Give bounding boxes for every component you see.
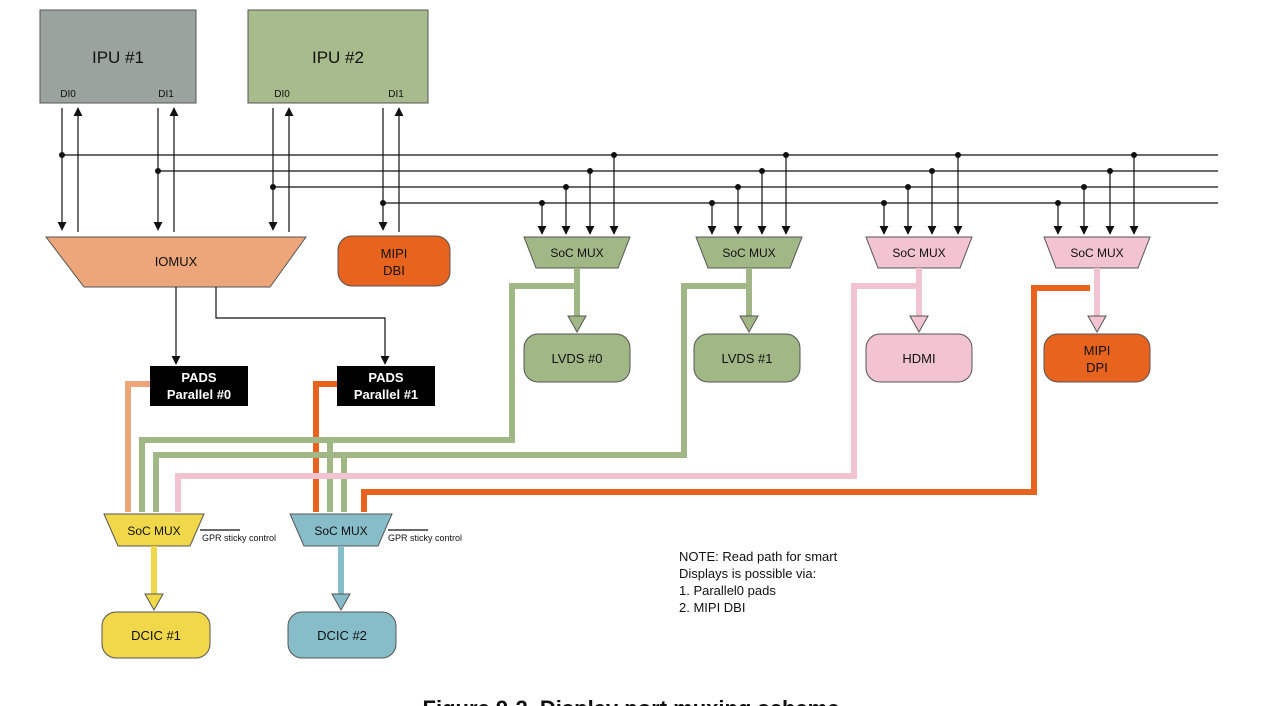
soc-mux-3-label: SoC MUX — [892, 246, 945, 260]
hdmi-label: HDMI — [902, 351, 935, 366]
mipi-dpi-line1: MIPI — [1084, 343, 1111, 358]
dcic-mux2-block: SoC MUX GPR sticky control — [289, 513, 462, 547]
dcic-mux1-control: GPR sticky control — [202, 533, 276, 543]
ipu1-title: IPU #1 — [92, 48, 144, 67]
dcic-mux2-label: SoC MUX — [314, 524, 367, 538]
dcic-arrows — [144, 546, 351, 612]
bus-lines — [62, 154, 1218, 204]
iomux-block: IOMUX — [44, 236, 307, 288]
lvds1-label: LVDS #1 — [721, 351, 772, 366]
ipu2-di1-label: DI1 — [388, 89, 404, 100]
mux-output-arrows — [567, 268, 1107, 334]
note-line2: Displays is possible via: — [679, 566, 816, 581]
lvds0-label: LVDS #0 — [551, 351, 602, 366]
iomux-pad-wires — [171, 287, 390, 365]
thick-routes — [125, 283, 1090, 512]
soc-mux-4 — [1043, 236, 1151, 269]
soc-mux-1 — [523, 236, 631, 269]
lvds0-block: LVDS #0 — [523, 333, 631, 383]
pads0-line2: Parallel #0 — [167, 387, 231, 402]
note-item2: 2. MIPI DBI — [679, 600, 745, 615]
pads1-line2: Parallel #1 — [354, 387, 418, 402]
pads-parallel0-block: PADS Parallel #0 — [150, 366, 248, 406]
mipi-dpi-line2: DPI — [1086, 360, 1108, 375]
soc-mux-1-label: SoC MUX — [550, 246, 603, 260]
soc-mux-row: SoC MUX SoC MUX SoC MUX SoC MUX — [523, 152, 1151, 269]
soc-mux-2 — [695, 236, 803, 269]
pads-parallel1-block: PADS Parallel #1 — [337, 366, 435, 406]
ipu1-di1-label: DI1 — [158, 89, 174, 100]
note-text: NOTE: Read path for smart Displays is po… — [679, 549, 838, 615]
pads0-line1: PADS — [181, 370, 216, 385]
mipi-dbi-line2: DBI — [383, 263, 405, 278]
dcic2-label: DCIC #2 — [317, 628, 367, 643]
figure-caption: Figure 9-2. Display port muxing scheme — [423, 696, 840, 706]
dcic-mux1-block: SoC MUX GPR sticky control — [103, 513, 276, 547]
dcic1-block: DCIC #1 — [101, 611, 211, 659]
hdmi-block: HDMI — [865, 333, 973, 383]
dcic1-label: DCIC #1 — [131, 628, 181, 643]
soc-mux-3 — [865, 236, 973, 269]
dcic-mux1-label: SoC MUX — [127, 524, 180, 538]
ipu1-di0-label: DI0 — [60, 89, 76, 100]
ipu1-block: IPU #1 DI0 DI1 — [39, 9, 197, 104]
note-item1: 1. Parallel0 pads — [679, 583, 776, 598]
mipi-dpi-block: MIPI DPI — [1043, 333, 1151, 383]
pads1-line1: PADS — [368, 370, 403, 385]
soc-mux-4-label: SoC MUX — [1070, 246, 1123, 260]
lvds1-block: LVDS #1 — [693, 333, 801, 383]
ipu2-block: IPU #2 DI0 DI1 — [247, 9, 429, 104]
dcic-mux2-control: GPR sticky control — [388, 533, 462, 543]
mipi-dbi-line1: MIPI — [381, 246, 408, 261]
iomux-label: IOMUX — [155, 254, 198, 269]
ipu2-title: IPU #2 — [312, 48, 364, 67]
note-line1: NOTE: Read path for smart — [679, 549, 838, 564]
soc-mux-2-label: SoC MUX — [722, 246, 775, 260]
dcic2-block: DCIC #2 — [287, 611, 397, 659]
ipu2-di0-label: DI0 — [274, 89, 290, 100]
mipi-dbi-block: MIPI DBI — [337, 235, 451, 287]
ipu-port-wires — [57, 107, 404, 232]
